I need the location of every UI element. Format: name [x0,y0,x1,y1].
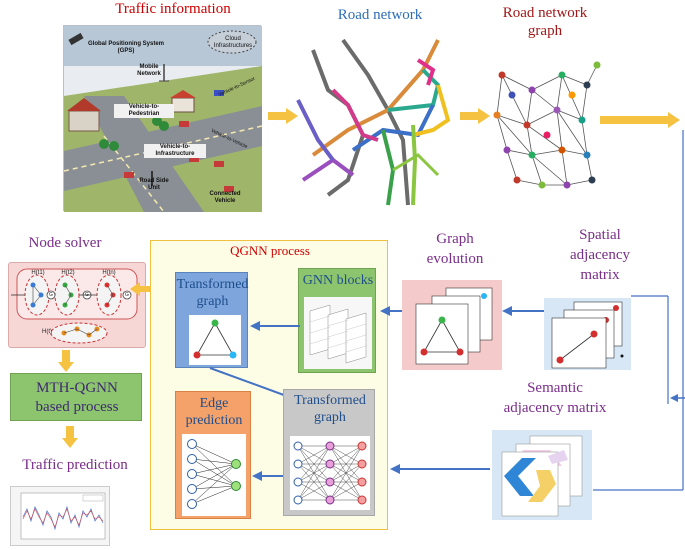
mth-qgnn-box: MTH-QGNN based process [10,373,142,421]
rsu-label: Road Side Unit [139,178,169,191]
transformed-graph-box-1: Transformed graph [175,272,248,368]
arrow-left-blue-4 [390,464,490,474]
mobile-network-label: Mobile Network [137,64,161,77]
gps-label: Global Positioning System (GPS) [87,41,164,54]
right-vertical-connector [682,130,684,398]
road-network-drawing [296,38,451,206]
traffic-information-title: Traffic information [115,1,231,17]
gnn-blocks-box: GNN blocks [298,268,376,373]
v2p-label: Vehicle-to-Pedestrian [114,104,174,118]
node-solver-h1-label: H(t1) [31,270,45,276]
gnn-blocks-plot [304,297,372,369]
qgnn-process-title: QGNN process [230,243,310,258]
arrow-left-blue-6 [670,394,685,402]
transformed-graph-1-line2: graph [196,294,229,309]
arrow-left-blue-1 [250,321,300,331]
semantic-line1: Semantic [527,380,583,396]
transformed-graph-2-plot [290,436,370,510]
semantic-connector [593,397,684,491]
arrow-left-blue-5 [380,306,402,316]
edge-prediction-plot [182,434,246,516]
arrow-left-orange [130,282,154,296]
v2i-label: Vehicle-to-Infrastructure [144,144,206,158]
traffic-scene-illustration: Global Positioning System (GPS) Cloud In… [63,25,263,213]
graph-evolution-line1: Graph [436,231,474,247]
road-network-title: Road network [337,7,423,23]
mth-qgnn-line1: MTH-QGNN [36,380,118,396]
grad-symbol-1: G [49,292,53,298]
spatial-connector [631,295,669,404]
node-solver-panel: H(t1) H(t2) H(tn) H(t) G G G [8,262,146,348]
arrow-down-orange-1 [58,350,74,372]
traffic-prediction-title: Traffic prediction [22,457,128,473]
cloud-label: Cloud Infrastructures [213,36,253,49]
node-solver-title: Node solver [28,235,102,251]
arrow-right-orange-2 [460,108,490,124]
transformed-graph-1-plot [189,315,241,365]
transformed-graph-2-line2: graph [314,410,346,425]
mth-qgnn-line2: based process [35,399,119,415]
node-solver-hn-label: H(tn) [102,270,116,276]
semantic-line2: adjacency matrix [503,400,607,416]
arrow-down-orange-2 [62,426,78,448]
gnn-blocks-label: GNN blocks [302,273,374,288]
traffic-prediction-thumbnail [10,486,110,546]
grad-symbol-2: G [85,292,89,298]
road-network-graph-title-line1: Road network [502,5,588,21]
arrow-left-blue-2 [252,471,284,481]
grad-symbol-3: G [125,292,129,298]
node-solver-h2-label: H(t2) [61,270,75,276]
road-network-graph-drawing [493,61,601,189]
arrow-left-blue-3 [502,306,546,316]
road-network-graph-title-line2: graph [527,23,563,39]
spatial-adjacency-panel [544,298,631,370]
edge-prediction-line2: prediction [185,413,243,428]
node-solver-ht-label: H(t) [42,329,52,335]
spatial-line3: matrix [580,267,620,283]
edge-prediction-box: Edge prediction [175,391,251,519]
connected-vehicle-label: Connected Vehicle [209,191,241,204]
edge-prediction-line1: Edge [199,396,229,411]
graph-evolution-panel [402,280,502,370]
graph-evolution-line2: evolution [426,251,484,267]
transformed-graph-1-line1: Transformed [176,277,249,292]
arrow-right-orange-3 [600,112,680,128]
semantic-adjacency-panel [492,430,592,520]
spatial-line1: Spatial [579,227,621,243]
arrow-right-orange-1 [268,108,298,124]
spatial-line2: adjacency [570,247,630,263]
transformed-graph-2-line1: Transformed [294,393,366,408]
transformed-graph-box-2: Transformed graph [283,389,375,516]
